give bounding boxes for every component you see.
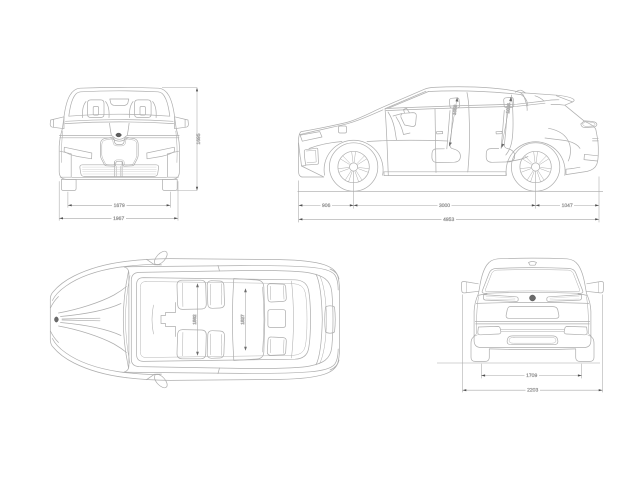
svg-text:4953: 4953: [443, 217, 454, 223]
svg-text:1527: 1527: [240, 314, 245, 325]
svg-text:1047: 1047: [562, 203, 573, 209]
svg-text:1562: 1562: [192, 314, 197, 325]
svg-text:1967: 1967: [113, 216, 124, 222]
svg-text:1679: 1679: [114, 203, 125, 209]
svg-text:1026: 1026: [505, 103, 511, 114]
svg-text:1695: 1695: [196, 133, 202, 144]
svg-text:1709: 1709: [526, 373, 537, 379]
svg-text:2203: 2203: [527, 388, 538, 394]
svg-text:3000: 3000: [439, 203, 450, 209]
svg-text:1058: 1058: [452, 104, 458, 115]
svg-text:906: 906: [322, 203, 331, 209]
